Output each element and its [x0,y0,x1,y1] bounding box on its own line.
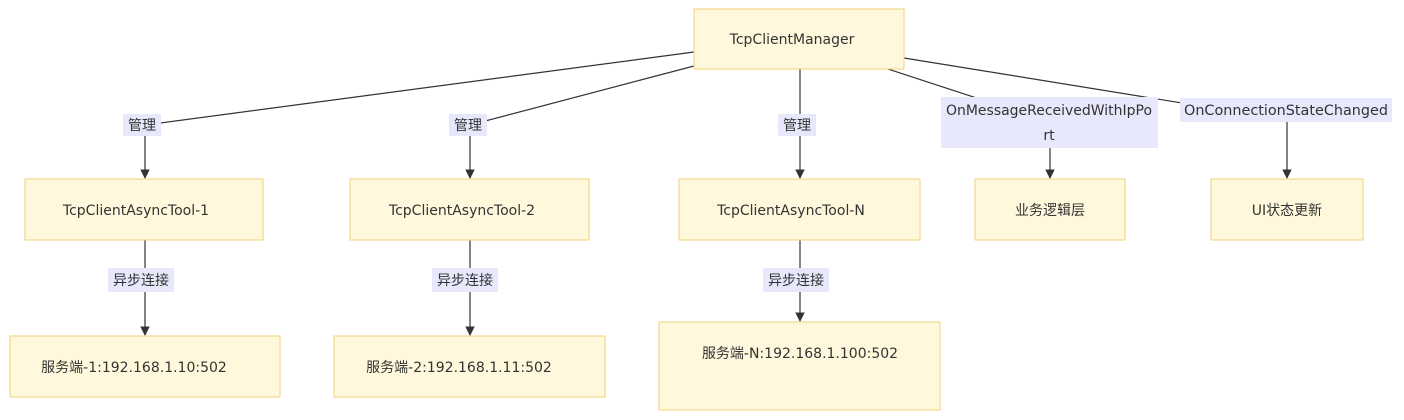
edge-label-text: OnConnectionStateChanged [1184,103,1388,119]
node-label: 服务端-N:192.168.1.100:502 [702,346,898,362]
node-label: TcpClientManager [729,32,855,48]
edge-manager-to-tool2 [465,65,695,179]
edge-label-text: 异步连接 [437,272,493,289]
edge-label-text-line2: rt [1043,128,1055,144]
node-label: TcpClientAsyncTool-2 [388,203,535,219]
edge-label-text: 管理 [783,118,811,134]
node-ui-state-update: UI状态更新 [1210,178,1364,241]
node-tcp-client-async-tool-1: TcpClientAsyncTool-1 [24,178,264,241]
node-label: TcpClientAsyncTool-1 [62,203,209,219]
node-tcp-client-manager: TcpClientManager [693,8,905,70]
node-server-N: 服务端-N:192.168.1.100:502 [658,321,941,411]
node-label: 服务端-1:192.168.1.10:502 [41,360,227,376]
edge-label-manage-1: 管理 [123,114,161,136]
edge-label-manage-2: 管理 [449,114,487,136]
edge-label-text: 管理 [454,118,482,134]
edge-label-connection-state: OnConnectionStateChanged [1180,98,1392,122]
edge-label-async-connect-1: 异步连接 [108,268,174,292]
edge-manager-to-tool1 [140,51,695,179]
edge-label-manage-N: 管理 [778,114,816,136]
node-label: 业务逻辑层 [1015,203,1085,219]
node-business-logic-layer: 业务逻辑层 [974,178,1126,241]
edge-label-text: 异步连接 [768,272,824,289]
edge-label-async-connect-N: 异步连接 [763,268,829,292]
edge-label-text: 管理 [128,118,156,134]
edge-label-text-line1: OnMessageReceivedWithIpPo [946,103,1152,119]
node-server-1: 服务端-1:192.168.1.10:502 [9,335,281,398]
node-label: 服务端-2:192.168.1.11:502 [366,360,552,376]
edge-label-text: 异步连接 [113,272,169,289]
node-server-2: 服务端-2:192.168.1.11:502 [333,335,606,398]
edge-label-async-connect-2: 异步连接 [432,268,498,292]
edge-label-message-received: OnMessageReceivedWithIpPo rt [941,97,1158,148]
node-tcp-client-async-tool-N: TcpClientAsyncTool-N [678,178,921,241]
node-label: TcpClientAsyncTool-N [716,203,865,219]
node-label: UI状态更新 [1252,203,1322,219]
node-tcp-client-async-tool-2: TcpClientAsyncTool-2 [349,178,590,241]
